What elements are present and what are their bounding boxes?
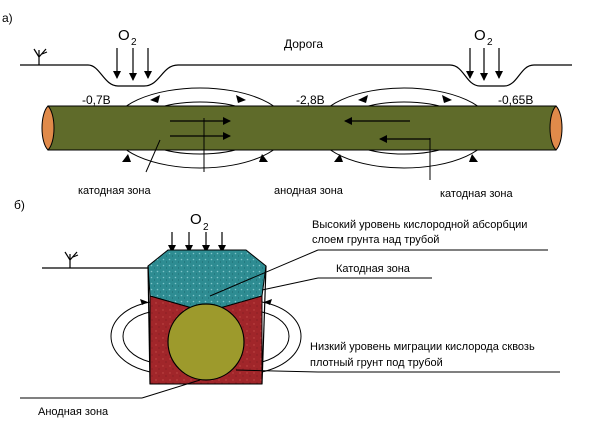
grass-icon: [33, 48, 48, 65]
part-b-label: б): [14, 198, 25, 212]
loop-arrowheads: [122, 95, 478, 162]
oxygen-arrows-right: [466, 48, 503, 81]
oxygen-label-right: O: [474, 27, 486, 44]
low-oxygen-text-line2: плотный грунт под трубой: [310, 357, 443, 369]
oxygen-label-bottom: O: [190, 211, 202, 228]
oxygen-arrows-bottom: [168, 232, 226, 253]
cathode-zone-label: Катодная зона: [336, 263, 411, 275]
trench-wall-left: [147, 265, 151, 385]
pipe-end-right: [549, 105, 563, 151]
high-oxygen-text-line2: слоем грунта над трубой: [312, 234, 439, 246]
pipe-end-left: [41, 105, 55, 151]
part-a-label: а): [2, 11, 13, 25]
current-loops-bottom: [110, 301, 302, 373]
potential-right: -0,65В: [498, 93, 533, 107]
oxygen-subscript-left: 2: [131, 37, 137, 48]
high-oxygen-text-line1: Высокий уровень кислородной абсорбции: [312, 219, 527, 231]
zone-pointer-lines: [145, 118, 431, 180]
road-label: Дорога: [284, 37, 323, 51]
loop-arrowheads-bottom: [140, 299, 272, 305]
oxygen-subscript-bottom: 2: [203, 222, 209, 233]
oxygen-arrows-left: [113, 48, 152, 81]
zone-label-anode: анодная зона: [274, 185, 344, 197]
ground-surface-line: [20, 64, 572, 87]
pipe-current-arrows: [170, 117, 430, 143]
leader-lines-bottom: [20, 249, 560, 399]
potential-center: -2,8В: [296, 93, 325, 107]
pipe-cross-section: [167, 303, 245, 381]
potential-left: -0,7В: [82, 93, 111, 107]
low-oxygen-text-line1: Низкий уровень миграции кислорода сквозь: [310, 341, 535, 353]
trench-wall-right: [261, 265, 267, 385]
oxygen-label-left: O: [118, 27, 130, 44]
pipe: [47, 105, 557, 151]
zone-label-cathode-right: катодная зона: [440, 188, 513, 200]
grass-icon-bottom: [64, 251, 79, 268]
zone-label-cathode-left: катодная зона: [78, 185, 151, 197]
anode-zone-label: Анодная зона: [38, 406, 109, 418]
oxygen-subscript-right: 2: [487, 37, 493, 48]
